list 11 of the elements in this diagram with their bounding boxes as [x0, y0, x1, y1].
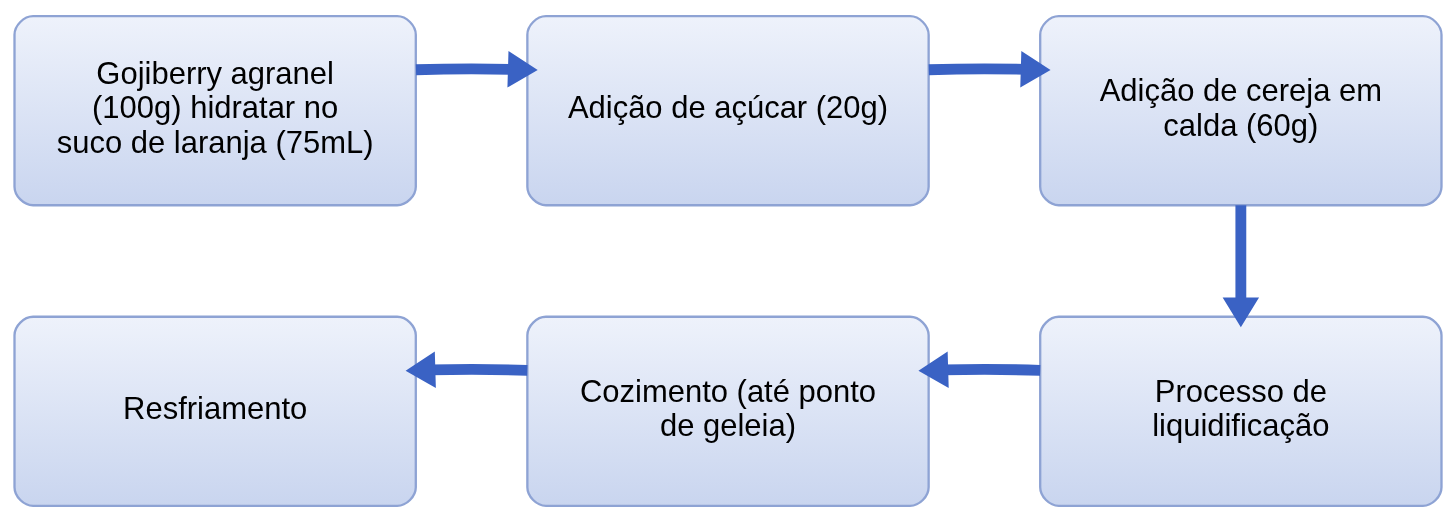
arrow [918, 351, 1041, 388]
node-box: Resfriamento [13, 315, 417, 507]
arrow [405, 351, 528, 388]
arrow [928, 51, 1051, 88]
node-box: Cozimento (até ponto de geleia) [526, 315, 930, 507]
arrow [415, 51, 538, 88]
node-box: Adição de cereja em calda (60g) [1039, 15, 1443, 207]
arrow [1222, 205, 1260, 328]
node-box: Processo de liquidificação [1039, 315, 1443, 507]
node-box: Gojiberry agranel (100g) hidratar no suco de laranja (75mL) [13, 15, 417, 207]
node-box: Adição de açúcar (20g) [526, 15, 930, 207]
